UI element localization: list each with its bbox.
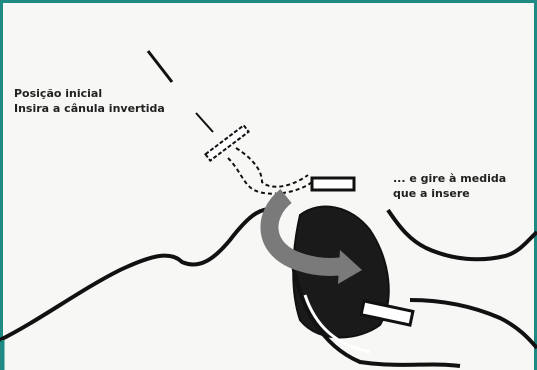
initial-position-label: Posição inicial Insira a cânula invertid… bbox=[14, 86, 165, 116]
rotate-label: ... e gire à medida que a insere bbox=[393, 171, 506, 201]
initial-position-instruction: Insira a cânula invertida bbox=[14, 101, 165, 116]
face-profile bbox=[0, 209, 282, 340]
cannula-flange bbox=[312, 178, 354, 190]
rotate-line-2: que a insere bbox=[393, 186, 506, 201]
pharynx-back bbox=[410, 300, 537, 348]
leader-line bbox=[196, 113, 213, 132]
pointer-line bbox=[148, 51, 172, 82]
inverted-cannula bbox=[205, 125, 312, 193]
initial-position-title: Posição inicial bbox=[14, 86, 165, 101]
nasal-contour bbox=[388, 210, 537, 259]
rotate-line-1: ... e gire à medida bbox=[393, 171, 506, 186]
